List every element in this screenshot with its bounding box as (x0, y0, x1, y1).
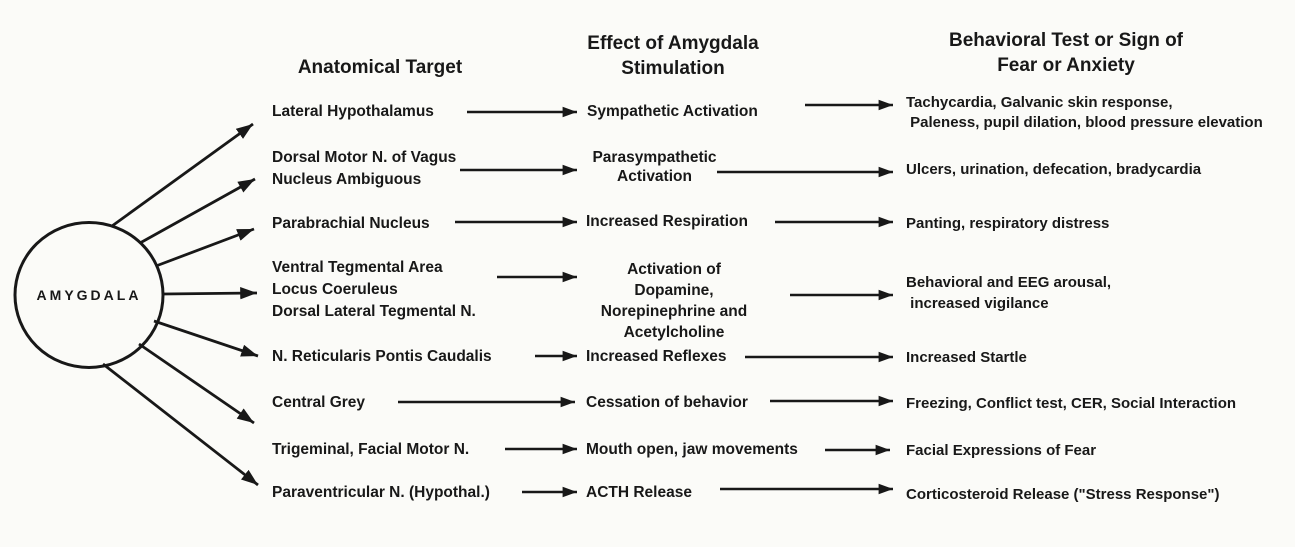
fan-arrows (102, 122, 259, 487)
row-6-target: Central Grey (272, 394, 366, 411)
amygdala-node-label: AMYGDALA (36, 287, 142, 303)
header-effect-of-stimulation: Effect of Amygdala Stimulation (587, 33, 759, 79)
fan-arrow-7 (102, 362, 259, 487)
row-3-behavior: Panting, respiratory distress (906, 215, 1110, 232)
mid-arrows (398, 106, 577, 498)
row-1-target: Lateral Hypothalamus (272, 103, 434, 120)
row-2-effect: Parasympathetic Activation (592, 149, 717, 185)
header-anatomical-target: Anatomical Target (297, 57, 463, 78)
fan-arrow-2 (139, 177, 256, 245)
header-behavioral-test: Behavioral Test or Sign of Fear or Anxie… (948, 30, 1184, 76)
row-1-behavior: Tachycardia, Galvanic skin response, Pal… (906, 94, 1263, 131)
row-4-effect: Activation of Dopamine, Norepinephrine a… (600, 261, 748, 341)
fan-arrow-3 (155, 227, 255, 268)
row-8-behavior: Corticosteroid Release ("Stress Response… (906, 486, 1220, 503)
row-8-target: Paraventricular N. (Hypothal.) (272, 484, 490, 501)
row-5-target: N. Reticularis Pontis Caudalis (272, 348, 492, 365)
row-3-effect: Increased Respiration (586, 213, 748, 230)
row-8-effect: ACTH Release (586, 484, 692, 501)
row-4-behavior: Behavioral and EEG arousal, increased vi… (906, 274, 1112, 312)
row-6-behavior: Freezing, Conflict test, CER, Social Int… (906, 395, 1237, 412)
fan-arrow-1 (111, 122, 254, 228)
row-4-target: Ventral Tegmental Area Locus Coeruleus D… (272, 259, 476, 320)
row-7-behavior: Facial Expressions of Fear (906, 442, 1097, 459)
fan-arrow-4 (162, 287, 258, 300)
row-5-effect: Increased Reflexes (586, 348, 727, 365)
row-1-effect: Sympathetic Activation (587, 103, 758, 120)
row-2-behavior: Ulcers, urination, defecation, bradycard… (906, 161, 1202, 178)
fan-arrow-6 (138, 342, 255, 425)
row-5-behavior: Increased Startle (906, 349, 1027, 366)
amygdala-circle (13, 221, 165, 369)
row-2-target: Dorsal Motor N. of Vagus Nucleus Ambiguo… (272, 149, 457, 188)
row-7-effect: Mouth open, jaw movements (586, 441, 798, 458)
row-6-effect: Cessation of behavior (586, 394, 748, 411)
right-arrows (717, 99, 893, 495)
row-3-target: Parabrachial Nucleus (272, 215, 430, 232)
row-7-target: Trigeminal, Facial Motor N. (272, 441, 470, 458)
fan-arrow-5 (153, 319, 259, 358)
